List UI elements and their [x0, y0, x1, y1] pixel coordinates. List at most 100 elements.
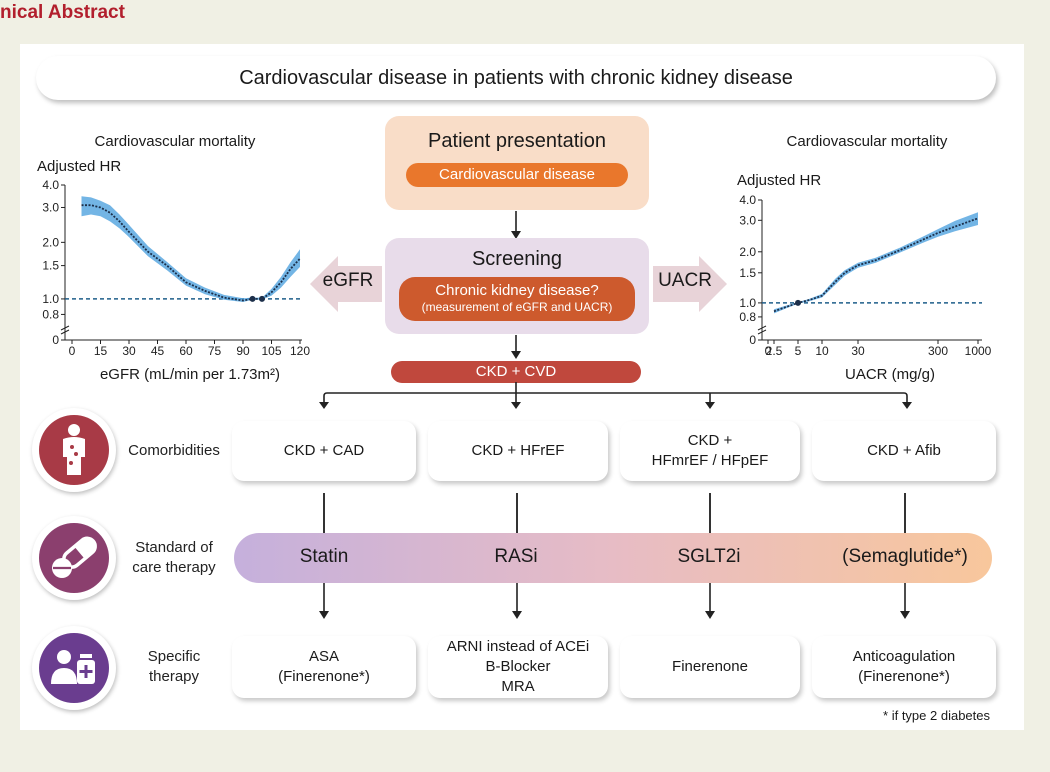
x-tick-label: 90: [236, 344, 250, 358]
connector-line: [516, 493, 518, 533]
y-tick-label: 3.0: [739, 213, 756, 227]
person-icon: [39, 415, 109, 485]
x-tick-label: 2.5: [766, 344, 783, 358]
y-tick-label: 4.0: [739, 193, 756, 207]
arrow-down-icon: [511, 211, 521, 239]
y-tick-label: 1.0: [42, 292, 59, 306]
uacr-arrow-label: UACR: [658, 270, 712, 291]
therapy-semaglutide: (Semaglutide*): [842, 546, 968, 567]
y-tick-label: 0.8: [42, 307, 59, 321]
specific-card-anticoagulation: Anticoagulation (Finerenone*): [812, 636, 996, 698]
right-chart-ylabel: Adjusted HR: [737, 172, 822, 189]
x-tick-label: 15: [94, 344, 108, 358]
footnote: * if type 2 diabetes: [883, 708, 990, 723]
screening-title: Screening: [471, 248, 563, 270]
comorbidity-card-afib-text: CKD + Afib: [867, 442, 941, 459]
left-chart-plot: 0 0.81.0 1.5 2.0 3.0 4.0 0 15 30 45 60 75 90 105 120: [42, 178, 310, 358]
specific-card-anticoagulation-line2: (Finerenone*): [858, 668, 950, 685]
arrow-down-icon: [319, 583, 329, 619]
cardiovascular-disease-pill: Cardiovascular disease: [406, 163, 628, 187]
y-tick-label: 1.5: [739, 266, 756, 280]
ckd-measurement-text: (measurement of eGFR and UACR): [421, 300, 613, 314]
comorbidity-card-cad-text: CKD + CAD: [283, 442, 365, 459]
right-chart-xlabel: UACR (mg/g): [844, 366, 935, 383]
x-tick-label: 0: [765, 344, 772, 358]
specific-card-asa-line1: ASA: [308, 648, 339, 665]
x-tick-label: 10: [815, 344, 829, 358]
screening-box: Screening Chronic kidney disease? (measu…: [385, 238, 649, 334]
arrow-down-icon: [900, 583, 910, 619]
reference-point: [259, 295, 265, 302]
specific-card-finerenone-text: Finerenone: [672, 658, 748, 675]
specific-therapy-label-line1: Specific: [147, 648, 201, 665]
comorbidity-card-cad: CKD + CAD: [232, 421, 416, 481]
reference-point: [795, 299, 801, 306]
comorbidity-card-hfref: CKD + HFrEF: [428, 421, 608, 481]
left-chart-ylabel: Adjusted HR: [37, 158, 122, 175]
therapy-sglt2i: SGLT2i: [677, 546, 741, 567]
specific-therapy-label-line2: therapy: [148, 668, 200, 685]
y-tick-label: 2.0: [42, 235, 59, 249]
y-tick-label: 1.0: [739, 296, 756, 310]
arrow-down-icon: [512, 583, 522, 619]
specific-card-asa-line2: (Finerenone*): [278, 668, 370, 685]
y-tick-label: 1.5: [42, 259, 59, 273]
x-tick-label: 30: [851, 344, 865, 358]
patient-presentation-title: Patient presentation: [428, 130, 606, 152]
egfr-arrow-label: eGFR: [322, 270, 374, 291]
x-tick-label: 105: [261, 344, 281, 358]
x-tick-label: 0: [69, 344, 76, 358]
x-tick-label: 75: [208, 344, 222, 358]
x-tick-label: 60: [179, 344, 193, 358]
comorbidities-icon-circle: [32, 408, 116, 492]
right-chart-title: Cardiovascular mortality: [786, 133, 948, 150]
ckd-question-pill: Chronic kidney disease? (measurement of …: [399, 277, 635, 321]
x-tick-label: 1000: [965, 344, 992, 358]
therapy-rasi: RASi: [494, 546, 538, 567]
connector-line: [709, 493, 711, 533]
standard-care-label-line2: care therapy: [132, 559, 216, 576]
y-tick-label: 0: [749, 333, 756, 347]
y-tick-label: 0: [52, 333, 59, 347]
axis-break-mark: [60, 325, 70, 335]
uacr-arrow: [653, 256, 727, 312]
y-tick-label: 0.8: [739, 310, 756, 324]
specific-card-arni-line3: MRA: [501, 678, 535, 695]
standard-care-icon-circle: [32, 516, 116, 600]
therapy-statin: Statin: [299, 546, 349, 567]
standard-therapy-bar: [234, 533, 992, 583]
arrow-down-icon: [705, 583, 715, 619]
comorbidity-card-hfref-text: CKD + HFrEF: [471, 442, 565, 459]
reference-point: [249, 295, 256, 302]
arrow-down-icon: [511, 335, 521, 359]
x-tick-label: 45: [151, 344, 165, 358]
confidence-band: [81, 196, 300, 302]
specific-card-asa: ASA (Finerenone*): [232, 636, 416, 698]
axis-break-mark: [757, 325, 767, 335]
specific-card-finerenone: Finerenone: [620, 636, 800, 698]
comorbidities-label: Comorbidities: [128, 442, 220, 459]
distribution-connector: [319, 382, 912, 409]
y-tick-label: 3.0: [42, 200, 59, 214]
y-tick-label: 4.0: [42, 178, 59, 192]
y-tick-label: 2.0: [739, 245, 756, 259]
patient-presentation-box: Patient presentation Cardiovascular dise…: [385, 116, 649, 210]
page-header: nical Abstract: [0, 2, 125, 23]
specific-card-arni-line2: B-Blocker: [485, 658, 551, 675]
specific-therapy-label: Specific therapy: [120, 647, 228, 687]
confidence-band: [774, 212, 978, 314]
pill-icon: [39, 523, 109, 593]
egfr-arrow: [310, 256, 382, 312]
comorbidity-card-hfmref: CKD + HFmrEF / HFpEF: [620, 421, 800, 481]
connector-line: [323, 493, 325, 533]
comorbidity-card-afib: CKD + Afib: [812, 421, 996, 481]
specific-therapy-icon-circle: [32, 626, 116, 710]
x-tick-label: 30: [122, 344, 136, 358]
specific-card-arni-line1: ARNI instead of ACEi: [446, 638, 590, 655]
left-chart-xlabel: eGFR (mL/min per 1.73m²): [99, 366, 281, 383]
ckd-cvd-pill: CKD + CVD: [391, 361, 641, 383]
x-tick-label: 120: [290, 344, 310, 358]
abstract-title-text: Cardiovascular disease in patients with …: [239, 66, 793, 89]
x-tick-label: 5: [795, 344, 802, 358]
